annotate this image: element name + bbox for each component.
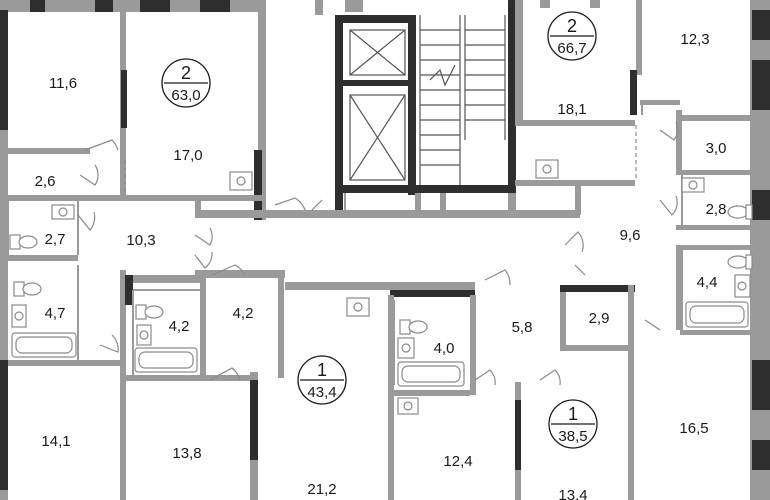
room-area-label: 18,1	[557, 101, 586, 118]
apartment-rooms: 2	[181, 63, 191, 83]
room-area-label: 3,0	[706, 140, 727, 157]
room-area-label: 5,8	[512, 319, 533, 336]
room-area-label: 4,2	[233, 305, 254, 322]
room-area-label: 4,0	[434, 340, 455, 357]
room-area-label: 2,7	[45, 231, 66, 248]
room-area-label: 4,7	[45, 305, 66, 322]
room-area-label: 9,6	[620, 227, 641, 244]
room-area-label: 4,4	[697, 274, 718, 291]
room-area-label: 12,3	[680, 31, 709, 48]
room-area-label: 14,1	[41, 433, 70, 450]
apartment-badge-apt-right-bottom: 1 38,5	[548, 399, 598, 449]
room-labels: 11,6 17,0 2,6 2,7 10,3 4,7 4,2 4,2 14,1 …	[35, 31, 727, 500]
doors	[77, 121, 679, 386]
elevator-shafts	[349, 29, 406, 181]
apartment-rooms: 1	[568, 404, 578, 424]
room-area-label: 2,8	[706, 201, 727, 218]
room-area-label: 2,9	[589, 310, 610, 327]
room-area-label: 2,6	[35, 173, 56, 190]
partitions	[7, 105, 683, 385]
apartment-badge-apt-left: 2 63,0	[161, 58, 211, 108]
room-area-label: 17,0	[173, 147, 202, 164]
room-area-label: 4,2	[169, 318, 190, 335]
apartment-area: 43,4	[307, 384, 336, 401]
fixtures	[9, 159, 753, 415]
apartment-area: 66,7	[557, 40, 586, 57]
room-area-label: 11,6	[49, 75, 77, 92]
apartment-rooms: 1	[317, 360, 327, 380]
room-area-label: 16,5	[679, 420, 708, 437]
apartment-rooms: 2	[567, 16, 577, 36]
apartment-badge-apt-right-top: 2 66,7	[547, 11, 597, 61]
apartment-area: 63,0	[171, 87, 200, 104]
dashed-separators	[124, 125, 637, 195]
apartment-badge-apt-center: 1 43,4	[297, 355, 347, 405]
room-area-label: 13,4	[558, 487, 587, 500]
room-area-label: 10,3	[126, 232, 155, 249]
room-area-label: 12,4	[443, 453, 472, 470]
apartment-area: 38,5	[558, 428, 587, 445]
room-area-label: 21,2	[307, 481, 336, 498]
staircase	[419, 15, 506, 185]
room-area-label: 13,8	[172, 445, 201, 462]
